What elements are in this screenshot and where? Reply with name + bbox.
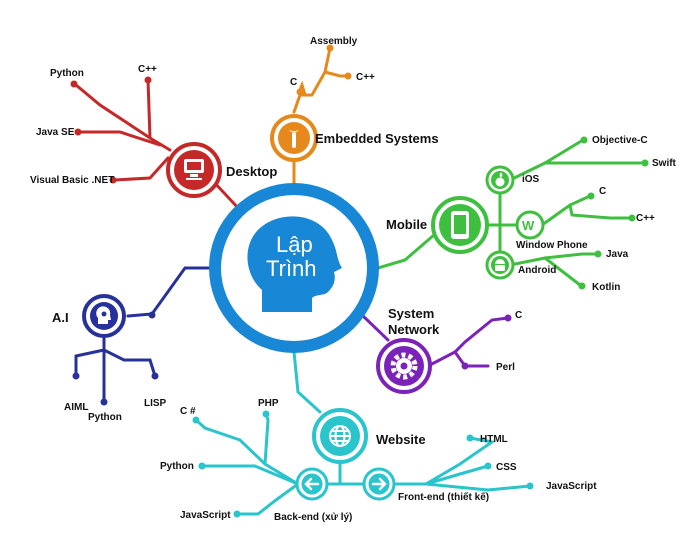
center-title-line2: Trình bbox=[266, 256, 317, 281]
ai-item-python: Python bbox=[88, 412, 122, 423]
frontend-item-html: HTML bbox=[480, 434, 508, 445]
desktop-item-python: Python bbox=[50, 68, 84, 79]
desktop-node-cpp bbox=[144, 76, 152, 84]
embedded-item-assembly: Assembly bbox=[310, 36, 358, 47]
ai-item-lisp: LISP bbox=[144, 398, 167, 409]
embedded-node-assembly bbox=[326, 44, 334, 52]
wp-item-cpp: C++ bbox=[636, 213, 655, 224]
mobile-label: Mobile bbox=[386, 217, 427, 232]
android-icon bbox=[495, 259, 505, 271]
android-node-java bbox=[594, 250, 602, 258]
desktop-branch bbox=[74, 78, 242, 212]
frontend-node-css bbox=[484, 462, 492, 470]
embedded-item-c: C bbox=[290, 77, 297, 88]
android-item-kotlin: Kotlin bbox=[592, 282, 620, 293]
frontend-label: Front-end (thiết kế) bbox=[398, 491, 489, 503]
android-label: Android bbox=[518, 265, 556, 276]
arrow-left-icon bbox=[304, 477, 320, 491]
backend-item-python: Python bbox=[160, 461, 194, 472]
apple-icon bbox=[495, 172, 505, 187]
android-item-java: Java bbox=[606, 249, 629, 260]
frontend-item-css: CSS bbox=[496, 462, 517, 473]
ai-node-lisp bbox=[151, 372, 159, 380]
desktop-hub bbox=[166, 142, 222, 198]
ai-node-join bbox=[148, 311, 156, 319]
desktop-label: Desktop bbox=[226, 164, 277, 179]
android-node bbox=[485, 250, 515, 280]
desktop-node-vbnet bbox=[109, 176, 117, 184]
backend-node-csharp bbox=[192, 416, 200, 424]
android-node-kotlin bbox=[578, 282, 586, 290]
ai-node-python bbox=[100, 398, 108, 406]
ai-hub bbox=[82, 294, 126, 338]
brain-icon bbox=[96, 306, 111, 324]
backend-item-php: PHP bbox=[258, 398, 279, 409]
website-label: Website bbox=[376, 432, 426, 447]
backend-label: Back-end (xử lý) bbox=[274, 512, 352, 523]
network-label-line2: Network bbox=[388, 322, 440, 337]
desktop-item-cpp: C++ bbox=[138, 64, 157, 75]
network-item-c: C bbox=[515, 310, 522, 321]
ios-node-objc bbox=[580, 136, 588, 144]
embedded-item-cpp: C++ bbox=[356, 72, 375, 83]
globe-icon bbox=[329, 425, 351, 447]
head-icon bbox=[247, 216, 342, 312]
embedded-hub bbox=[270, 114, 318, 162]
embedded-node-c bbox=[296, 88, 304, 96]
network-label-line1: System bbox=[388, 306, 434, 321]
frontend-item-js: JavaScript bbox=[546, 481, 597, 492]
wp-node-cpp bbox=[628, 214, 636, 222]
windows-icon: W bbox=[522, 218, 535, 233]
frontend-node-html bbox=[466, 434, 474, 442]
monitor-icon bbox=[184, 159, 204, 180]
ios-label: iOS bbox=[522, 174, 540, 185]
phone-icon bbox=[451, 211, 469, 239]
ai-label: A.I bbox=[52, 310, 69, 325]
ios-item-objc: Objective-C bbox=[592, 135, 648, 146]
frontend-node-js bbox=[526, 482, 534, 490]
center-node: Lập Trình bbox=[209, 183, 379, 353]
backend-item-csharp: C # bbox=[180, 406, 196, 417]
ai-item-aiml: AIML bbox=[64, 402, 88, 413]
network-hub bbox=[376, 338, 432, 394]
desktop-item-vbnet: Visual Basic .NET bbox=[30, 175, 114, 186]
wrench-icon bbox=[288, 128, 300, 148]
windows-node: W bbox=[515, 210, 545, 240]
arrow-right-icon bbox=[371, 477, 387, 491]
backend-node-js bbox=[233, 510, 241, 518]
embedded-node-cpp bbox=[344, 72, 352, 80]
gear-icon bbox=[390, 352, 418, 380]
wp-node-c bbox=[587, 192, 595, 200]
backend-node-php bbox=[262, 410, 270, 418]
desktop-item-javase: Java SE bbox=[36, 127, 75, 138]
network-item-perl: Perl bbox=[496, 362, 515, 373]
center-title-line1: Lập bbox=[276, 232, 313, 257]
network-node-c bbox=[504, 314, 512, 322]
windows-label: Window Phone bbox=[516, 240, 588, 251]
ios-node bbox=[485, 165, 515, 195]
backend-node-python bbox=[198, 462, 206, 470]
mobile-hub bbox=[431, 196, 489, 254]
embedded-label: Embedded Systems bbox=[315, 131, 439, 146]
ai-branch bbox=[74, 266, 212, 404]
frontend-hub bbox=[362, 467, 396, 501]
wp-item-c: C bbox=[599, 186, 606, 197]
backend-hub bbox=[295, 467, 329, 501]
website-hub bbox=[312, 408, 368, 464]
network-node-perl bbox=[461, 362, 469, 370]
desktop-node-javase bbox=[74, 128, 82, 136]
ios-item-swift: Swift bbox=[652, 158, 677, 169]
ai-node-aiml bbox=[72, 372, 80, 380]
ios-node-swift bbox=[641, 159, 649, 167]
desktop-node-python bbox=[70, 80, 78, 88]
backend-item-js: JavaScript bbox=[180, 510, 231, 521]
